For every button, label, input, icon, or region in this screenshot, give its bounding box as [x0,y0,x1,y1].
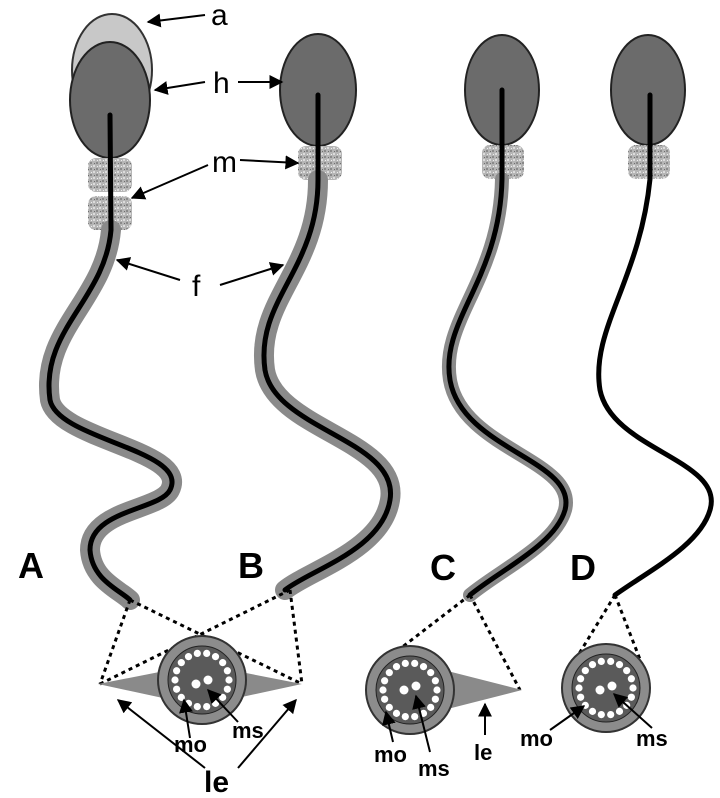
outer-microtubule [178,659,185,666]
outer-microtubule [427,669,434,676]
outer-microtubule [393,710,400,717]
outer-microtubule [598,658,605,665]
le-label-ab: le [204,766,229,798]
cross-section-c [366,595,522,734]
ms-label-c: ms [418,756,450,781]
outer-microtubule [386,704,393,711]
outer-microtubule [203,703,210,710]
outer-microtubule [393,663,400,670]
outer-microtubule [219,659,226,666]
outer-microtubule [194,650,201,657]
flagellum-sheath-b [264,180,391,590]
mo-label-d: mo [520,726,553,751]
cross-section-ab [98,590,302,724]
midpiece-label: m [212,146,237,179]
outer-microtubule [194,703,201,710]
outer-microtubule [185,653,192,660]
outer-microtubule [212,653,219,660]
sperm-a [49,14,172,600]
flagellum-label: f [192,270,201,303]
outer-microtubule [616,661,623,668]
outer-microtubule [623,667,630,674]
panel-label-a: A [18,545,44,586]
outer-microtubule [173,686,180,693]
outer-microtubule [432,696,439,703]
outer-microtubule [203,650,210,657]
outer-microtubule [411,660,418,667]
outer-microtubule [386,669,393,676]
outer-microtubule [381,696,388,703]
outer-microtubule [178,694,185,701]
outer-microtubule [589,708,596,715]
ms-label-ab: ms [232,718,264,743]
outer-microtubule [411,713,418,720]
outer-microtubule [628,675,635,682]
panel-label-b: B [238,545,264,586]
outer-microtubule [432,677,439,684]
outer-microtubule [381,677,388,684]
mo-label-c: mo [374,742,407,767]
outer-microtubule [219,694,226,701]
flagellum-sheath-c [449,179,566,595]
outer-microtubule [402,660,409,667]
outer-microtubule [185,700,192,707]
outer-microtubule [379,686,386,693]
outer-microtubule [628,694,635,701]
outer-microtubule [607,711,614,718]
outer-microtubule [589,661,596,668]
le-label-c: le [474,740,492,765]
flagellum-sheath-a [49,230,172,600]
outer-microtubule [224,686,231,693]
sperm-c [449,35,566,595]
outer-microtubule [225,676,232,683]
outer-microtubule [171,676,178,683]
outer-microtubule [582,667,589,674]
outer-microtubule [224,667,231,674]
outer-microtubule [575,684,582,691]
outer-microtubule [427,704,434,711]
outer-microtubule [402,713,409,720]
mo-label-ab: mo [174,732,207,757]
outer-microtubule [598,711,605,718]
outer-microtubule [173,667,180,674]
outer-microtubule [607,658,614,665]
outer-microtubule [420,663,427,670]
panel-label-c: C [430,547,456,588]
sperm-d [599,35,712,595]
outer-microtubule [616,708,623,715]
panel-label-d: D [570,547,596,588]
acrosome-label: a [211,0,228,32]
outer-microtubule [433,686,440,693]
outer-microtubule [577,694,584,701]
outer-microtubule [577,675,584,682]
sperm-b [264,34,391,590]
head-label: h [213,67,230,100]
outer-microtubule [629,684,636,691]
ms-label-d: ms [636,726,668,751]
